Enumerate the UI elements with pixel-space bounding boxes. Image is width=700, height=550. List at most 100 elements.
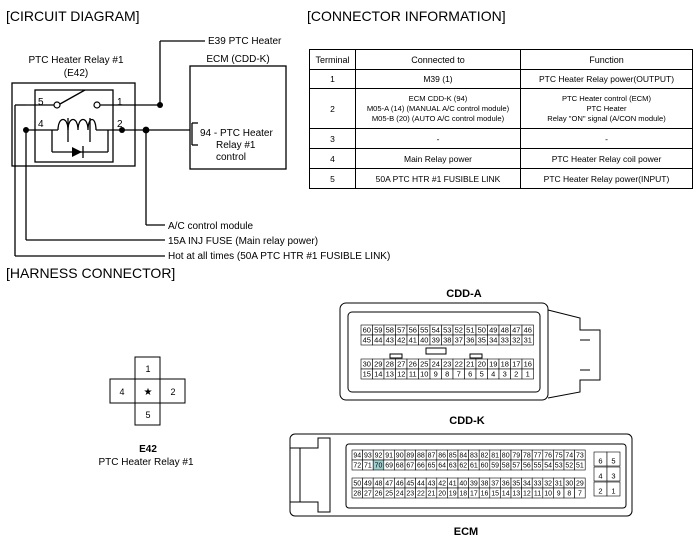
e42-pin: 2 <box>170 387 175 397</box>
table-row: 1 M39 (1) PTC Heater Relay power(OUTPUT) <box>309 69 693 89</box>
connector-info-table: Terminal Connected to Function 1 M39 (1)… <box>309 49 693 189</box>
pin-number: 90 <box>396 453 404 460</box>
pin-number: 56 <box>409 326 417 335</box>
pin-number: 50 <box>478 326 486 335</box>
pin-number: 94 <box>353 453 361 460</box>
pin-number: 52 <box>565 463 573 470</box>
pin-number: 57 <box>397 326 405 335</box>
pin-number: 35 <box>478 336 486 345</box>
pin-number: 88 <box>417 453 425 460</box>
pin-number: 9 <box>434 370 438 379</box>
pin-number: 10 <box>420 370 428 379</box>
relay-switch-contact <box>59 89 86 105</box>
cdd-a-connector <box>339 302 601 401</box>
pin-number: 55 <box>420 326 428 335</box>
pin-number: 89 <box>406 453 414 460</box>
pin-number: 7 <box>578 491 582 498</box>
pin-number: 70 <box>375 463 383 470</box>
pin-number: 47 <box>512 326 520 335</box>
cdd-a-title: CDD-A <box>446 288 481 300</box>
table-header-row: Terminal Connected to Function <box>309 49 693 70</box>
function-line: PTC Heater control (ECM) <box>561 93 652 103</box>
e42-pin: 1 <box>145 364 150 374</box>
pin-number: 12 <box>397 370 405 379</box>
pin-number: 73 <box>576 453 584 460</box>
pin-number: 60 <box>363 326 371 335</box>
pin-number: 17 <box>512 360 520 369</box>
table-row: 5 50A PTC HTR #1 FUSIBLE LINK PTC Heater… <box>309 168 693 189</box>
pin-number: 50 <box>353 481 361 488</box>
pin-number: 6 <box>468 370 472 379</box>
pin-number: 16 <box>524 360 532 369</box>
pin-number: 39 <box>432 336 440 345</box>
pin-number: 4 <box>491 370 495 379</box>
pin-number: 27 <box>397 360 405 369</box>
pin-number: 17 <box>470 491 478 498</box>
pin-number: 15 <box>491 491 499 498</box>
pin-number: 40 <box>459 481 467 488</box>
pin-number: 46 <box>396 481 404 488</box>
hot-at-all-times-label: Hot at all times (50A PTC HTR #1 FUSIBLE… <box>168 251 390 262</box>
pin-number: 14 <box>374 370 382 379</box>
pin-number: 83 <box>470 453 478 460</box>
pin-cell <box>574 459 586 471</box>
pin-number: 68 <box>396 463 404 470</box>
pin-number: 49 <box>364 481 372 488</box>
pin-number: 36 <box>502 481 510 488</box>
pin-number: 30 <box>565 481 573 488</box>
pin-number: 12 <box>523 491 531 498</box>
pin-number: 51 <box>466 326 474 335</box>
pin-number: 6 <box>598 457 602 466</box>
junction-dot <box>119 127 125 133</box>
junction-dot <box>157 102 163 108</box>
pin-number: 78 <box>523 453 531 460</box>
pin-number: 41 <box>449 481 457 488</box>
pin-number: 24 <box>432 360 440 369</box>
function-line: Relay "ON" signal (A/CON module) <box>547 113 666 123</box>
pin-number: 3 <box>503 370 507 379</box>
relay-inner-box <box>34 89 114 163</box>
pin-number: 87 <box>428 453 436 460</box>
pin-number: 13 <box>386 370 394 379</box>
pin-number: 25 <box>385 491 393 498</box>
pin-cell <box>606 481 621 497</box>
pin-number: 44 <box>417 481 425 488</box>
cdd-k-title: CDD-K <box>449 415 484 427</box>
pin-number: 62 <box>459 463 467 470</box>
ecm-pin-label: Relay #1 <box>216 140 256 151</box>
pin-number: 8 <box>567 491 571 498</box>
pin-number: 4 <box>598 472 602 481</box>
relay-housing <box>11 82 136 167</box>
pin-number: 11 <box>409 370 417 379</box>
pin-number: 39 <box>470 481 478 488</box>
pin-number: 49 <box>489 326 497 335</box>
pin-number: 48 <box>375 481 383 488</box>
inj-fuse-label: 15A INJ FUSE (Main relay power) <box>168 236 318 247</box>
pin-number: 60 <box>481 463 489 470</box>
pin-label-2: 2 <box>117 119 123 130</box>
pin-number: 20 <box>478 360 486 369</box>
pin-cell <box>574 487 586 499</box>
e42-pin: 4 <box>119 387 124 397</box>
pin-number: 72 <box>353 463 361 470</box>
ecm-pin-label: 94 - PTC Heater <box>200 128 273 139</box>
pin-number: 9 <box>557 491 561 498</box>
pin-number: 85 <box>449 453 457 460</box>
pin-number: 42 <box>438 481 446 488</box>
pin-label-1: 1 <box>117 97 123 108</box>
pin-number: 19 <box>489 360 497 369</box>
pin-number: 26 <box>409 360 417 369</box>
pin-number: 32 <box>512 336 520 345</box>
pin-number: 18 <box>501 360 509 369</box>
pin-number: 13 <box>512 491 520 498</box>
pin-number: 76 <box>544 453 552 460</box>
pin-number: 82 <box>481 453 489 460</box>
pin-number: 29 <box>576 481 584 488</box>
pin-number: 57 <box>512 463 520 470</box>
pin-number: 67 <box>406 463 414 470</box>
pin-number: 22 <box>455 360 463 369</box>
pin-number: 31 <box>524 336 532 345</box>
pin-number: 84 <box>459 453 467 460</box>
ecm-connector-label: ECM <box>454 526 478 538</box>
